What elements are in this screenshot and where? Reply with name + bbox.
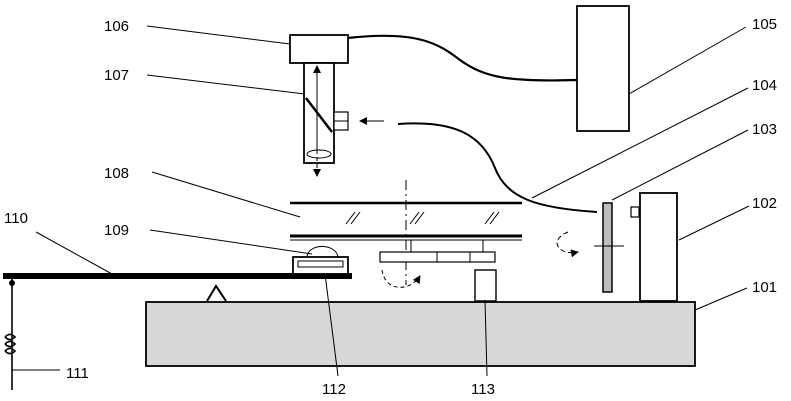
label-103: 103 [752,121,777,138]
spring-pivot [9,280,15,286]
label-101: 101 [752,279,777,296]
motor-box [640,193,677,301]
label-102: 102 [752,195,777,212]
optical-fiber [398,123,597,212]
camera-head [290,35,348,63]
label-112: 112 [322,381,346,398]
motor-shaft-stub [631,207,639,217]
label-110: 110 [4,210,28,227]
sample-holder [293,257,348,274]
stage-rotation-arrow [382,270,420,287]
spring-coils [5,335,15,354]
camera-cable [348,36,577,81]
rotating-disc [603,203,612,292]
label-104: 104 [752,77,777,94]
label-106: 106 [104,18,129,35]
label-105: 105 [752,16,777,33]
glass-hatch [346,212,499,224]
support-post [475,270,496,301]
disc-rotation-arrow [557,232,578,253]
base-block [146,302,695,366]
label-107: 107 [104,67,129,84]
label-111: 111 [66,365,89,382]
label-113: 113 [471,381,495,398]
dome-sample [307,247,338,258]
fulcrum [207,286,226,301]
label-109: 109 [104,222,129,239]
label-108: 108 [104,165,129,182]
controller-box [577,6,629,131]
